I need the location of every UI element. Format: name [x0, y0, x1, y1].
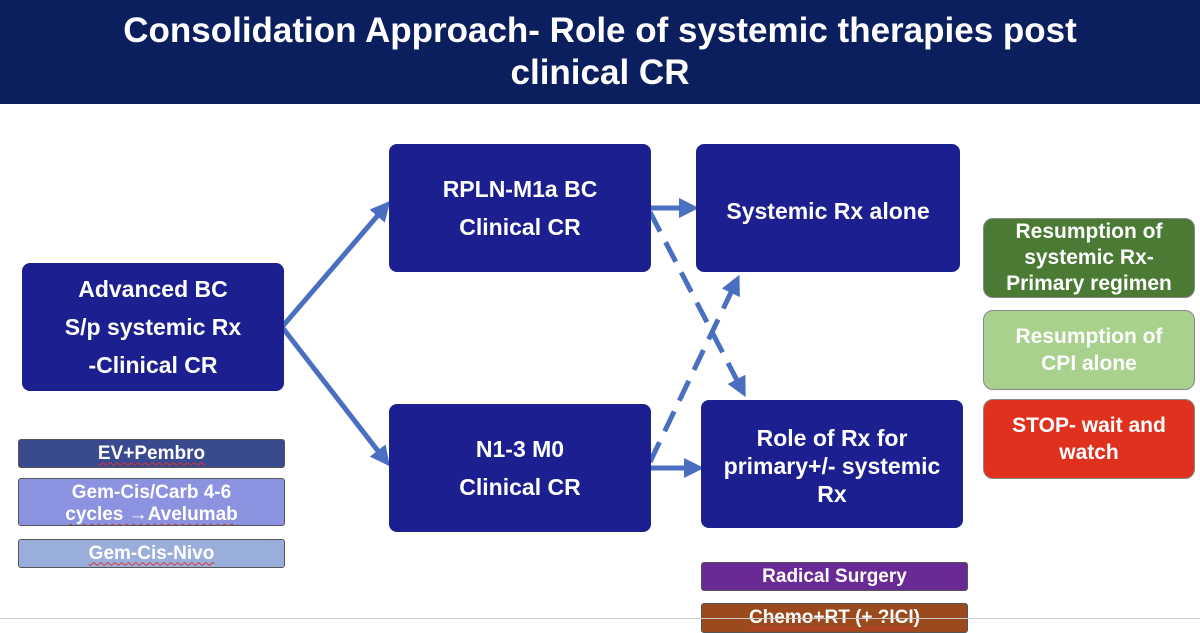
- node-advanced-line-3: -Clinical CR: [88, 352, 218, 378]
- regimen-gem-carb-line-2: cycles →Avelumab: [65, 504, 238, 525]
- regimen-gem-nivo-label: Gem-Cis-Nivo: [88, 542, 215, 564]
- option-radical-surgery-label: Radical Surgery: [762, 565, 907, 587]
- option-radical-surgery: Radical Surgery: [701, 562, 968, 591]
- node-systemic-rx-alone: Systemic Rx alone: [696, 144, 960, 272]
- regimen-gem-cis-nivo: Gem-Cis-Nivo: [18, 539, 285, 568]
- node-advanced-line-1: Advanced BC: [78, 276, 228, 302]
- node-n13-line-2: Clinical CR: [459, 474, 581, 500]
- outcome-stop-line-2: watch: [1059, 441, 1119, 464]
- outcome-resumption-primary-line-1: Resumption of: [1015, 220, 1163, 243]
- node-rpln-m1a: RPLN-M1a BC Clinical CR: [389, 144, 651, 272]
- arrow-advanced-to-n13: [280, 325, 390, 467]
- outcome-resumption-cpi: Resumption of CPI alone: [983, 310, 1195, 390]
- option-chemo-rt-label: Chemo+RT (+ ?ICI): [748, 607, 920, 628]
- node-role-line-1: Role of Rx for: [756, 425, 908, 451]
- outcome-stop-line-1: STOP- wait and: [1012, 414, 1166, 437]
- title-line-1: Consolidation Approach- Role of systemic…: [123, 11, 1077, 50]
- outcome-resumption-primary: Resumption of systemic Rx- Primary regim…: [983, 218, 1195, 298]
- slide-title: Consolidation Approach- Role of systemic…: [0, 0, 1200, 104]
- node-n13-line-1: N1-3 M0: [475, 436, 565, 462]
- arrow-advanced-to-rpln: [280, 200, 391, 329]
- title-line-2: clinical CR: [510, 53, 690, 92]
- node-rpln-line-2: Clinical CR: [459, 214, 581, 240]
- node-role-line-3: Rx: [817, 481, 847, 507]
- outcome-resumption-primary-line-2: systemic Rx-: [1024, 246, 1154, 269]
- outcome-resumption-cpi-line-1: Resumption of: [1015, 325, 1163, 348]
- node-rpln-line-1: RPLN-M1a BC: [442, 176, 598, 202]
- outcome-resumption-primary-line-3: Primary regimen: [1006, 272, 1172, 295]
- outcome-resumption-cpi-line-2: CPI alone: [1041, 352, 1137, 375]
- node-advanced-bc: Advanced BC S/p systemic Rx -Clinical CR: [22, 263, 284, 391]
- node-role-of-rx: Role of Rx for primary+/- systemic Rx: [701, 400, 963, 528]
- regimen-gem-carb-line-1: Gem-Cis/Carb 4-6: [71, 482, 232, 503]
- node-systemic-alone-line-1: Systemic Rx alone: [726, 198, 930, 224]
- regimen-ev-pembro: EV+Pembro: [18, 439, 285, 468]
- outcome-stop-wait-watch: STOP- wait and watch: [983, 399, 1195, 479]
- regimen-ev-pembro-label: EV+Pembro: [97, 442, 206, 464]
- node-n13-m0: N1-3 M0 Clinical CR: [389, 404, 651, 532]
- footer-divider: [0, 618, 1200, 619]
- regimen-gem-cis-carb: Gem-Cis/Carb 4-6 cycles →Avelumab: [18, 478, 285, 526]
- node-advanced-line-2: S/p systemic Rx: [64, 314, 242, 340]
- node-role-line-2: primary+/- systemic: [723, 453, 941, 479]
